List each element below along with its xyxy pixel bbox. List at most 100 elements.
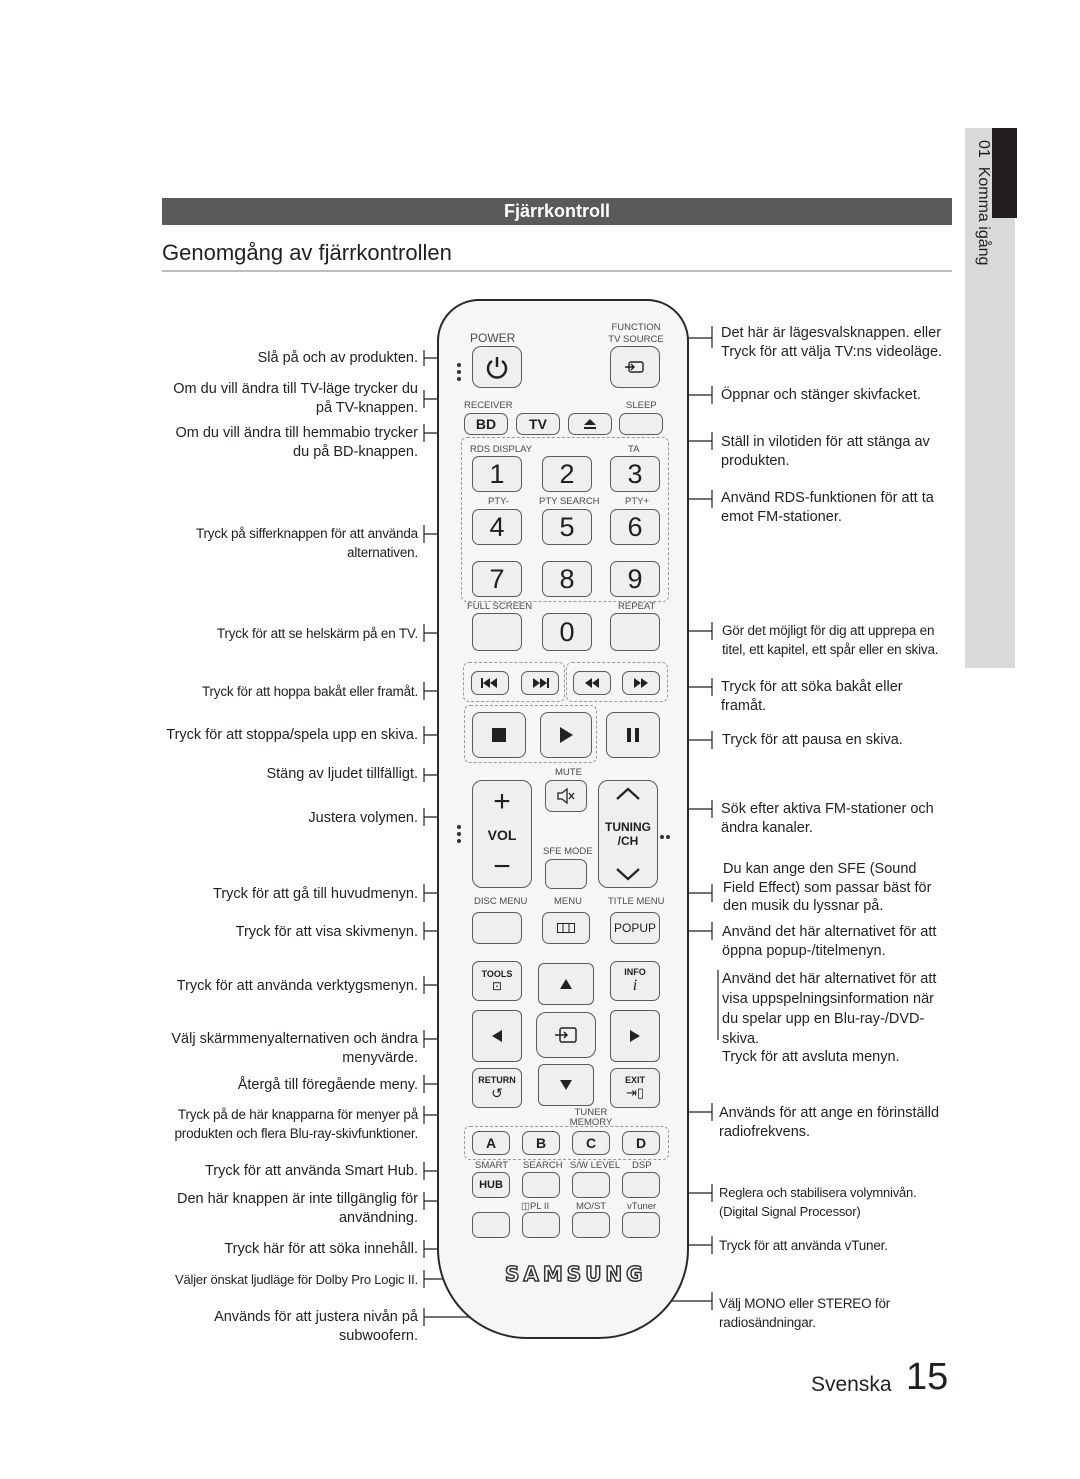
nav-up-button[interactable]	[538, 963, 594, 1005]
note-eject: Öppnar och stänger skivfacket.	[721, 387, 921, 403]
section-title: Fjärrkontroll	[503, 201, 610, 221]
disc-menu-label: DISC MENU	[474, 896, 528, 907]
skip-forward-button[interactable]	[521, 671, 559, 695]
nav-down-button[interactable]	[538, 1064, 594, 1106]
volume-up-icon: +	[493, 785, 511, 818]
digit-6-button[interactable]: 6	[610, 509, 660, 545]
stop-button[interactable]	[472, 712, 526, 758]
digit-1-button[interactable]: 1	[472, 456, 522, 492]
sleep-label: SLEEP	[626, 400, 657, 411]
digit-5-button[interactable]: 5	[542, 509, 592, 545]
menu-button[interactable]	[542, 912, 590, 944]
footer-page-number: 15	[906, 1356, 949, 1398]
bd-button[interactable]: BD	[464, 413, 508, 435]
mute-icon	[557, 788, 575, 804]
fast-forward-button[interactable]	[622, 671, 660, 695]
tv-source-label: TV SOURCE	[608, 334, 664, 345]
sfe-mode-button[interactable]	[545, 859, 587, 889]
braille-dots-power	[457, 360, 463, 384]
digit-9-button[interactable]: 9	[610, 561, 660, 597]
rewind-button[interactable]	[573, 671, 611, 695]
power-button[interactable]	[472, 346, 522, 388]
ta-label: TA	[628, 444, 640, 455]
note-power: Slå på och av produkten.	[257, 350, 418, 366]
sleep-button[interactable]	[619, 413, 663, 435]
repeat-button[interactable]	[610, 613, 660, 651]
braille-dots-tuning	[660, 826, 672, 844]
note-skip: Tryck för att hoppa bakåt eller framåt.	[201, 684, 418, 699]
full-screen-button[interactable]	[472, 613, 522, 651]
note-stop-play: Tryck för att stoppa/spela upp en skiva.	[166, 727, 418, 743]
note-pause: Tryck för att pausa en skiva.	[722, 732, 903, 748]
eject-icon	[584, 419, 596, 429]
pause-button[interactable]	[606, 712, 660, 758]
ch-label: /CH	[617, 834, 639, 848]
popup-button[interactable]: POPUP	[610, 912, 660, 944]
skip-back-button[interactable]	[471, 671, 509, 695]
mute-button[interactable]	[545, 780, 587, 812]
function-tv-source-button[interactable]	[610, 346, 660, 388]
pl2-button[interactable]	[522, 1212, 560, 1238]
nav-right-button[interactable]	[610, 1010, 660, 1062]
dsp-button[interactable]	[622, 1172, 660, 1198]
d-button[interactable]: D	[622, 1131, 660, 1155]
note-mute: Stäng av ljudet tillfälligt.	[266, 766, 418, 782]
nav-left-button[interactable]	[472, 1010, 522, 1062]
tools-button[interactable]: TOOLS ⊡	[472, 961, 522, 1001]
digit-3-button[interactable]: 3	[610, 456, 660, 492]
samsung-logo: SAMSUNG	[504, 1261, 647, 1287]
digit-0-button[interactable]: 0	[542, 613, 592, 651]
note-unavailable: Den här knappen är inte tillgänglig för …	[176, 1191, 418, 1226]
search-group	[566, 662, 668, 702]
search-button[interactable]	[522, 1172, 560, 1198]
mo-st-label: MO/ST	[576, 1201, 607, 1212]
note-full-screen: Tryck för att se helskärm på en TV.	[216, 626, 418, 641]
digit-2-button[interactable]: 2	[542, 456, 592, 492]
enter-button[interactable]	[536, 1012, 596, 1058]
braille-dots-vol	[457, 822, 463, 846]
a-button[interactable]: A	[472, 1131, 510, 1155]
footer-language: Svenska	[811, 1373, 892, 1396]
tv-button[interactable]: TV	[516, 413, 560, 435]
note-smart-hub: Tryck för att använda Smart Hub.	[204, 1163, 418, 1179]
eject-button[interactable]	[568, 413, 612, 435]
pty-minus-label: PTY-	[488, 496, 509, 507]
exit-button[interactable]: EXIT ⇥▯	[610, 1068, 660, 1108]
play-button[interactable]	[540, 712, 592, 758]
tuning-channel-rocker[interactable]: TUNING /CH	[598, 780, 658, 888]
color-keys-group	[464, 1126, 669, 1160]
exit-label: EXIT	[624, 1075, 645, 1085]
mo-st-button[interactable]	[572, 1212, 610, 1238]
unavailable-button[interactable]	[472, 1212, 510, 1238]
digit-7-button[interactable]: 7	[472, 561, 522, 597]
info-label: INFO	[624, 967, 646, 977]
disc-menu-button[interactable]	[472, 912, 522, 944]
arrow-down-icon	[560, 1080, 572, 1090]
rewind-icon	[585, 678, 599, 688]
chapter-title: Komma igång	[975, 166, 992, 266]
info-button[interactable]: INFO i	[610, 961, 660, 1001]
vtuner-button[interactable]	[622, 1212, 660, 1238]
mute-label: MUTE	[555, 767, 582, 778]
full-screen-label: FULL SCREEN	[467, 601, 533, 612]
source-icon	[625, 361, 644, 373]
smart-hub-button[interactable]: HUB	[472, 1172, 510, 1198]
info-icon: i	[632, 977, 638, 994]
note-bd-mode: Om du vill ändra till hemmabio trycker d…	[175, 425, 418, 460]
c-button[interactable]: C	[572, 1131, 610, 1155]
pl2-label: ◫PL II	[521, 1201, 550, 1212]
note-search: Tryck här för att söka innehåll.	[224, 1241, 418, 1257]
note-sfe: Du kan ange den SFE (Sound Field Effect)…	[723, 861, 932, 914]
pty-search-label: PTY SEARCH	[539, 496, 600, 507]
sw-level-button[interactable]	[572, 1172, 610, 1198]
vtuner-label: vTuner	[627, 1201, 657, 1212]
note-exit: Tryck för att avsluta menyn.	[722, 1049, 900, 1065]
note-tools: Tryck för att använda verktygsmenyn.	[176, 978, 418, 994]
hub-label: HUB	[479, 1179, 503, 1191]
return-button[interactable]: RETURN ↺	[472, 1068, 522, 1108]
volume-rocker[interactable]: + VOL −	[472, 780, 532, 888]
note-navigation: Välj skärmmenyalternativen och ändra men…	[171, 1031, 418, 1066]
digit-8-button[interactable]: 8	[542, 561, 592, 597]
b-button[interactable]: B	[522, 1131, 560, 1155]
digit-4-button[interactable]: 4	[472, 509, 522, 545]
